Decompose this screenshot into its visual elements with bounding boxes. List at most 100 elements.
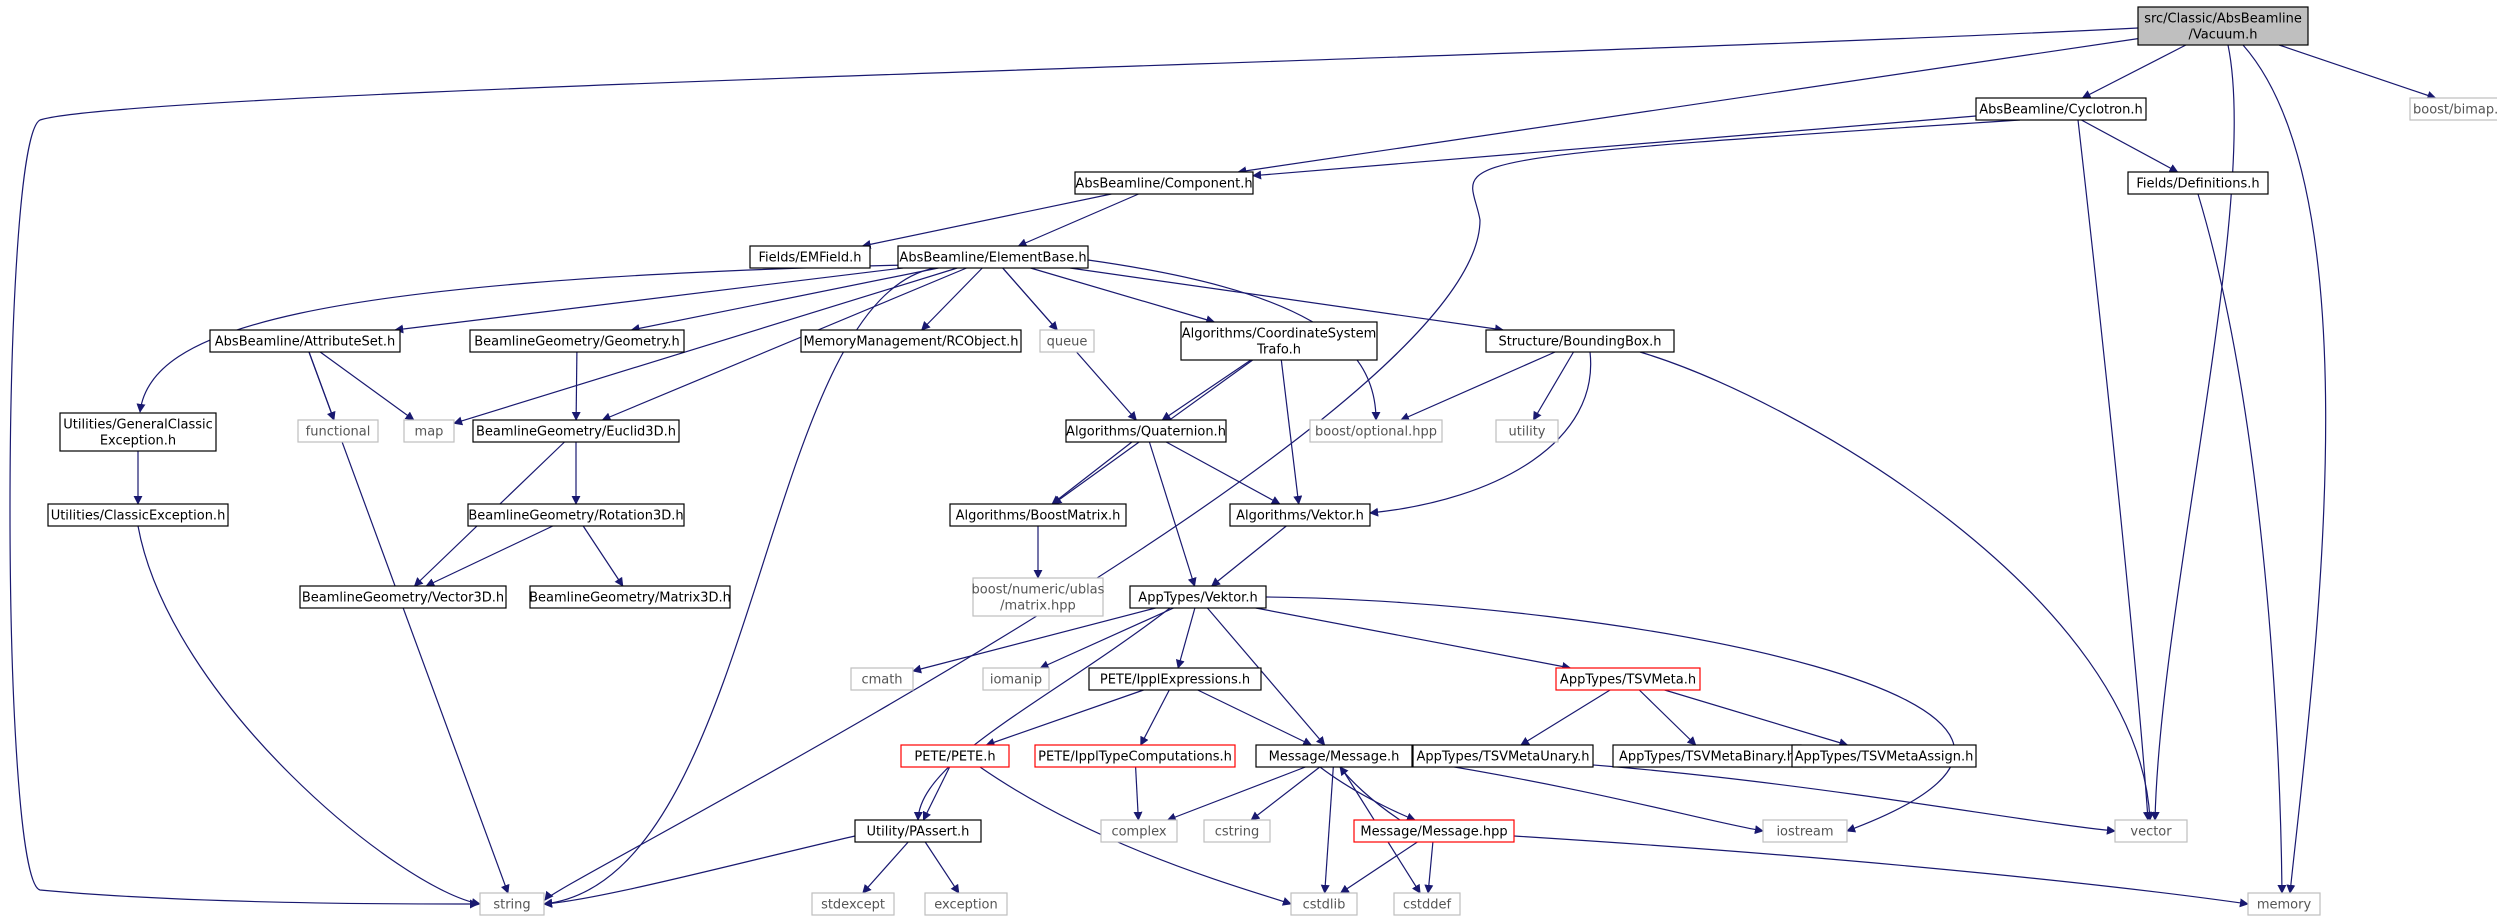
node-quaternion[interactable]: Algorithms/Quaternion.h	[1065, 419, 1227, 443]
node-emfield[interactable]: Fields/EMField.h	[749, 245, 871, 269]
node-label: AbsBeamline/Component.h	[1075, 177, 1252, 192]
node-label: BeamlineGeometry/Euclid3D.h	[476, 425, 676, 440]
node-vector3d[interactable]: BeamlineGeometry/Vector3D.h	[299, 585, 507, 609]
node-vacuum[interactable]: src/Classic/AbsBeamline/Vacuum.h	[2137, 6, 2309, 46]
node-label: boost/numeric/ublas	[972, 583, 1105, 598]
edge-messageh-to-complex	[1166, 766, 1306, 822]
node-label: AppTypes/TSVMetaUnary.h	[1416, 750, 1589, 765]
edge-coordtrafo-to-algvektor	[1280, 359, 1303, 505]
edge-algvektor-to-apptvektor	[1210, 525, 1287, 587]
node-label: boost/bimap.hpp	[2413, 103, 2497, 118]
edge-elementbase-to-string	[543, 267, 936, 908]
node-box	[467, 503, 685, 527]
node-box	[924, 892, 1008, 916]
node-iostream: iostream	[1762, 819, 1848, 843]
node-vector: vector	[2114, 819, 2188, 843]
node-label: functional	[306, 425, 371, 440]
edge-apptvektor-to-passert	[913, 607, 1171, 821]
node-elementbase[interactable]: AbsBeamline/ElementBase.h	[897, 245, 1089, 269]
node-label: Algorithms/CoordinateSystem	[1182, 327, 1377, 342]
node-box	[472, 419, 680, 443]
node-label: Utilities/GeneralClassic	[63, 418, 213, 433]
node-box	[949, 503, 1127, 527]
node-tsvunary[interactable]: AppTypes/TSVMetaUnary.h	[1412, 744, 1594, 768]
node-attributeset[interactable]: AbsBeamline/AttributeSet.h	[209, 329, 401, 353]
edge-elementbase-to-boundingbox	[1069, 267, 1504, 334]
edge-vacuum-to-cyclotron	[2081, 44, 2187, 99]
node-boostmatrix[interactable]: Algorithms/BoostMatrix.h	[949, 503, 1127, 527]
node-fielddefs[interactable]: Fields/Definitions.h	[2127, 171, 2269, 195]
edge-messageh-to-cstdlib	[1320, 766, 1334, 894]
node-boundingbox[interactable]: Structure/BoundingBox.h	[1485, 329, 1675, 353]
edge-messagehpp-to-cstdlib	[1339, 841, 1418, 894]
node-box	[1129, 585, 1267, 609]
node-rcobject[interactable]: MemoryManagement/RCObject.h	[800, 329, 1022, 353]
node-box	[299, 585, 507, 609]
node-tsvmeta[interactable]: AppTypes/TSVMeta.h	[1555, 667, 1701, 691]
node-geometry[interactable]: BeamlineGeometry/Geometry.h	[469, 329, 685, 353]
node-euclid3d[interactable]: BeamlineGeometry/Euclid3D.h	[472, 419, 680, 443]
node-box	[297, 419, 379, 443]
node-label: BeamlineGeometry/Vector3D.h	[302, 591, 504, 606]
node-box	[2409, 97, 2497, 121]
edge-component-to-elementbase	[1017, 193, 1139, 247]
node-classicexc[interactable]: Utilities/ClassicException.h	[47, 503, 229, 527]
node-algvektor[interactable]: Algorithms/Vektor.h	[1229, 503, 1371, 527]
edge-vacuum-to-vector	[2150, 44, 2235, 821]
node-box	[1975, 97, 2147, 121]
node-label: complex	[1111, 825, 1166, 840]
node-label: iomanip	[990, 673, 1042, 688]
dependency-edges	[9, 27, 2437, 909]
node-tsvassign[interactable]: AppTypes/TSVMetaAssign.h	[1791, 744, 1977, 768]
edge-apptvektor-to-messageh	[1206, 607, 1326, 746]
edge-quaternion-to-algvektor	[1165, 441, 1281, 505]
node-box	[1412, 744, 1594, 768]
node-label: AppTypes/TSVMeta.h	[1560, 673, 1696, 688]
node-messagehpp[interactable]: Message/Message.hpp	[1353, 819, 1515, 843]
node-rotation3d[interactable]: BeamlineGeometry/Rotation3D.h	[467, 503, 685, 527]
node-queue: queue	[1039, 329, 1095, 353]
edge-elementbase-to-map	[453, 267, 958, 426]
node-passert[interactable]: Utility/PAssert.h	[854, 819, 982, 843]
node-string: string	[479, 892, 545, 916]
node-label: cstring	[1215, 825, 1259, 840]
edge-pete-to-passert	[922, 766, 951, 821]
node-label: AbsBeamline/Cyclotron.h	[1979, 103, 2143, 118]
node-apptvektor[interactable]: AppTypes/Vektor.h	[1129, 585, 1267, 609]
node-messageh[interactable]: Message/Message.h	[1255, 744, 1413, 768]
edge-passert-to-stdexcept	[862, 841, 909, 894]
node-label: Algorithms/Vektor.h	[1236, 509, 1364, 524]
node-label: stdexcept	[821, 898, 885, 913]
node-ipplexpr[interactable]: PETE/IpplExpressions.h	[1088, 667, 1262, 691]
node-box	[1034, 744, 1236, 768]
node-label: Fields/EMField.h	[759, 251, 862, 266]
edge-pete-to-cstdlib	[979, 766, 1292, 906]
node-label: MemoryManagement/RCObject.h	[803, 335, 1018, 350]
node-matrix3d[interactable]: BeamlineGeometry/Matrix3D.h	[529, 585, 731, 609]
node-cstddef: cstddef	[1393, 892, 1461, 916]
node-component[interactable]: AbsBeamline/Component.h	[1074, 171, 1254, 195]
node-label: /matrix.hpp	[1000, 599, 1076, 614]
edge-vacuum-to-memory	[2242, 44, 2327, 894]
node-tsvbinary[interactable]: AppTypes/TSVMetaBinary.h	[1612, 744, 1802, 768]
node-label: queue	[1047, 335, 1088, 350]
edge-attributeset-to-map	[319, 351, 415, 421]
node-box	[1039, 329, 1095, 353]
node-complex: complex	[1100, 819, 1178, 843]
node-label: exception	[934, 898, 998, 913]
edge-messageh-to-iostream	[1411, 759, 1764, 835]
node-memory: memory	[2247, 892, 2321, 916]
node-label: Structure/BoundingBox.h	[1498, 335, 1661, 350]
node-exception: exception	[924, 892, 1008, 916]
node-label: memory	[2257, 898, 2312, 913]
node-iomanip: iomanip	[982, 667, 1050, 691]
node-utility: utility	[1495, 419, 1559, 443]
node-box	[2114, 819, 2188, 843]
node-label: cmath	[861, 673, 902, 688]
node-box	[850, 667, 914, 691]
node-cyclotron[interactable]: AbsBeamline/Cyclotron.h	[1975, 97, 2147, 121]
node-pete[interactable]: PETE/PETE.h	[900, 744, 1010, 768]
node-ippltypecomp[interactable]: PETE/IpplTypeComputations.h	[1034, 744, 1236, 768]
